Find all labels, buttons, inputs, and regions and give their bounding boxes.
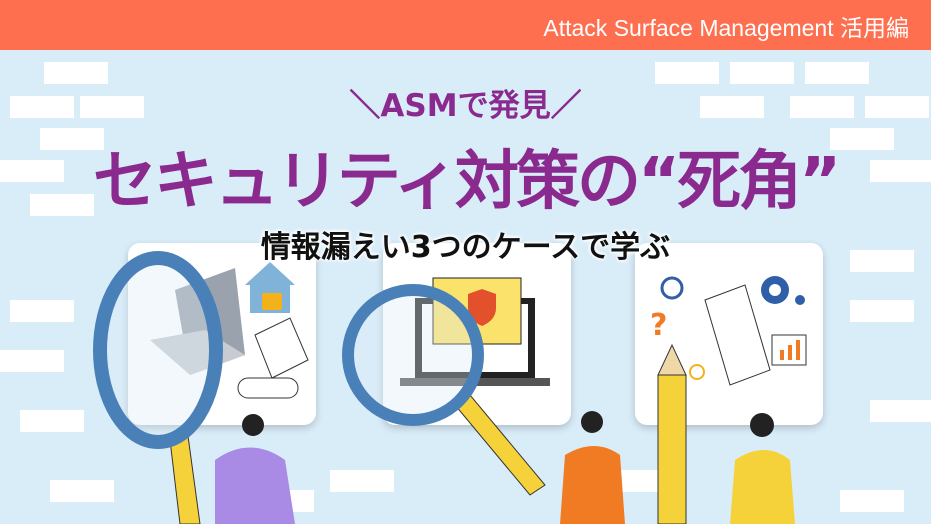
magnifying-glass-center [342, 284, 546, 496]
chat-bubble-icon [237, 377, 299, 399]
magnifying-glass-left [93, 251, 223, 524]
header-banner: Attack Surface Management 活用編 [0, 0, 931, 50]
header-label: Attack Surface Management 活用編 [543, 15, 909, 41]
page-title: セキュリティ対策の“死角” [92, 145, 841, 219]
pencil [657, 343, 687, 524]
svg-text:?: ? [650, 308, 667, 343]
documents-gears-icon: ? [650, 276, 807, 386]
house-lock-icon [245, 262, 295, 313]
tagline: ＼ASMで発見／ [349, 88, 582, 124]
person-left [215, 414, 295, 524]
person-center [560, 411, 625, 524]
person-right [730, 413, 795, 524]
subtitle: 情報漏えい3つのケースで学ぶ [260, 230, 671, 265]
document-icon [254, 317, 309, 379]
